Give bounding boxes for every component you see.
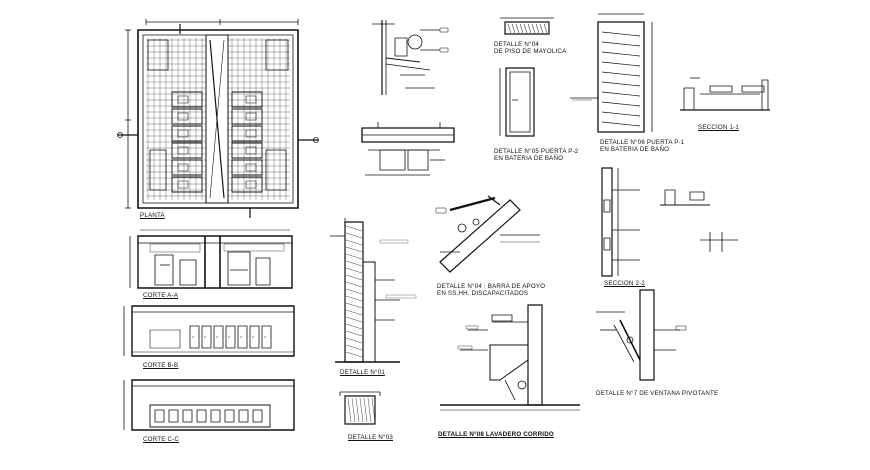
label-detalle-05-subtitle: EN BATERIA DE BAÑO	[494, 155, 564, 162]
section-2-2	[602, 168, 738, 276]
label-barra-title: DETALLE N°04 : BARRA DE APOYO	[437, 283, 546, 290]
label-lavadero: DETALLE N°08 LAVADERO CORRIDO	[438, 431, 554, 438]
label-ventana: DETALLE N°7 DE VENTANA PIVOTANTE	[596, 390, 719, 397]
detail-06-door	[570, 14, 652, 132]
label-detalle-03: DETALLE N°03	[348, 434, 393, 441]
detail-03	[340, 392, 380, 424]
label-corte-aa: CORTE A-A	[143, 292, 179, 299]
detail-05-door	[500, 68, 534, 136]
section-1-1	[680, 78, 770, 110]
sink-detail	[440, 305, 580, 410]
detail-04-floor	[500, 18, 554, 34]
frame-detail	[362, 122, 454, 175]
label-planta: PLANTA	[140, 212, 165, 219]
label-detalle-04-title: DETALLE N°04	[494, 41, 539, 48]
section-c-c	[124, 380, 294, 430]
label-barra-subtitle: EN SS.HH. DISCAPACITADOS	[437, 290, 529, 297]
label-seccion-22: SECCION 2-2	[604, 280, 646, 287]
label-corte-bb: CORTE B-B	[143, 362, 179, 369]
label-detalle-06-subtitle: EN BATERIA DE BAÑO	[600, 146, 670, 153]
section-a-a	[130, 230, 292, 288]
wall-joint-detail	[372, 20, 448, 95]
floor-plan	[118, 19, 319, 218]
detail-01	[330, 218, 416, 362]
grab-bar-detail	[436, 196, 540, 272]
label-seccion-11: SECCION 1-1	[698, 124, 740, 131]
section-b-b	[124, 306, 294, 356]
label-corte-cc: CORTE C-C	[143, 436, 180, 443]
label-detalle-05-title: DETALLE N°05 PUERTA P-2	[494, 148, 579, 155]
label-detalle-01: DETALLE N°01	[340, 369, 385, 376]
label-detalle-06-title: DETALLE N°06 PUERTA P-1	[600, 139, 685, 146]
label-detalle-04-subtitle: DE PISO DE MAYOLICA	[494, 48, 567, 55]
pivot-window-detail	[596, 290, 686, 380]
